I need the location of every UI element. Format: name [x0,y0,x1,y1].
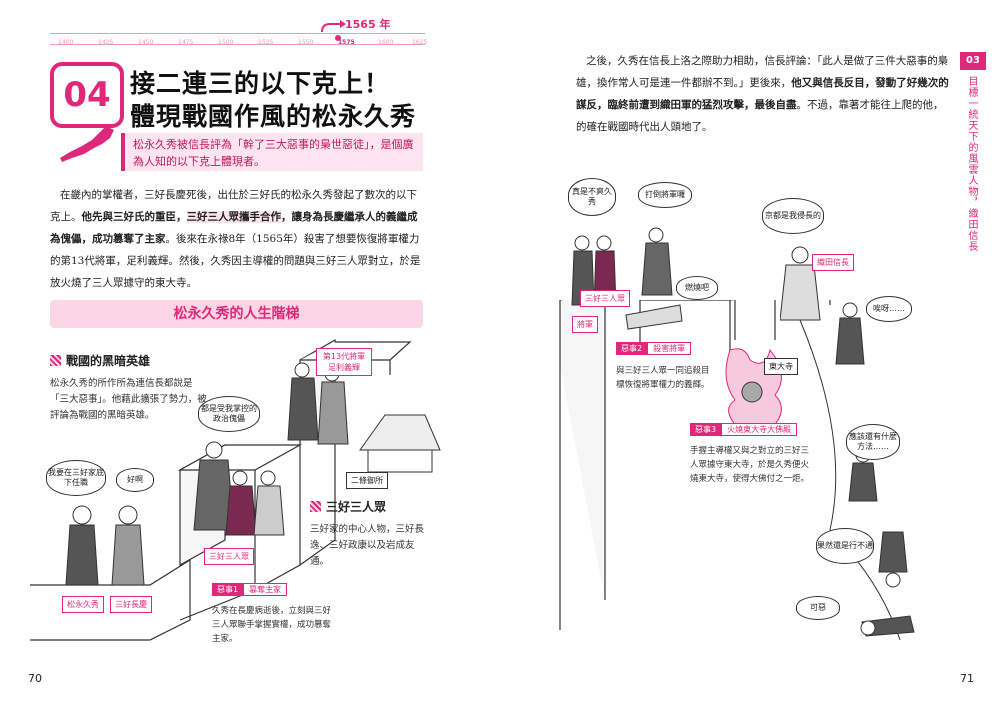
chapter-subtitle: 松永久秀被信長評為「幹了三大惡事的梟世惡徒」，是個廣為人知的以下克上體現者。 [121,133,423,171]
bold-text: 他先與三好氏的重臣， [81,211,187,223]
timeline-tick: 1550 [298,39,314,46]
label-nagayoshi: 三好長慶 [110,596,152,613]
label-todaiji: 東大寺 [764,358,798,375]
speech-bubble: 應該還有什麼方法…… [846,424,900,460]
speech-bubble: 可惡 [796,596,840,620]
speech-bubble: 好啊 [116,468,154,492]
sanninshu-figures [193,441,285,536]
speech-bubble: 唉呀…… [866,296,912,322]
shogun-group-figures [287,362,349,445]
life-ladder-banner: 松永久秀的人生階梯 [50,300,423,328]
chapter-side-chip: 03 [960,52,986,70]
section-square-icon [50,355,61,366]
japan-map-icon [60,126,114,162]
timeline-tick: 1500 [218,39,234,46]
chapter-side-text: 目標一統天下的風雲人物，織田信長 [966,76,977,252]
timeline-tick: 1625 [412,39,428,46]
label-shogun-13: 第13代將軍足利義輝 [316,348,372,376]
evil-2-text: 與三好三人眾一同追殺目標恢復將軍權力的義輝。 [616,366,710,390]
timeline-tick: 1450 [138,39,154,46]
label-sanninshu-2: 三好三人眾 [580,290,630,307]
intro-paragraph: 在畿內的掌權者，三好長慶死後，出仕於三好氏的松永久秀發起了數次的以下克上。他先與… [50,189,421,289]
speech-bubble: 京都是我侵長的 [762,198,824,234]
evil-3-text: 手握主導權又與之對立的三好三人眾據守東大寺，於是久秀便火燒東大寺，使得大佛付之一… [690,446,810,484]
bold-text: ，讓身為長慶繼承人的義繼成為傀儡，成功篡奪了主家 [50,211,418,245]
section-miyoshi-title: 三好三人眾 [310,498,386,515]
timeline-tick: 1525 [258,39,274,46]
label-matsunaga: 松永久秀 [62,596,104,613]
right-paragraph: 之後，久秀在信長上洛之際助力相助，信長評論：「此人是做了三件大惡事的梟雄，換作常… [576,55,949,133]
speech-bubble: 果然還是行不通 [816,528,874,564]
matsunaga-fallen-figure [860,615,915,637]
timeline-marker-icon [321,20,346,41]
nijo-palace-icon [359,414,441,473]
timeline-tick: 1600 [378,39,394,46]
label-nobunaga: 織田信長 [812,254,854,271]
nobunaga-figure [780,246,821,321]
highlight-text: 三好三人眾攜手合作 [186,211,281,223]
speech-bubble: 我要在三好家底下任職 [46,460,106,496]
matsunaga-falling-figure-1 [835,302,865,365]
section-dark-hero-text: 松永久秀的所作所為連信長都說是「三大惡事」。他藉此擴張了勢力，被評論為戰國的黑暗… [50,378,207,421]
chapter-title-line1: 接二連三的以下克上！ [130,69,391,98]
timeline-tick: 1400 [58,39,74,46]
speech-bubble: 打倒將軍囉 [638,182,692,208]
bold-text: 他又與信長反目，發動了好幾次的謀反，臨終前遭到織田軍的猛烈攻擊，最後自盡 [576,77,949,111]
section-miyoshi-text: 三好家的中心人物，三好長逸、三好政康以及岩成友通。 [310,524,425,567]
timeline-tick: 1425 [98,39,114,46]
evil-1-text: 久秀在長慶病逝後，立刻與三好三人眾聯手掌握實權，成功篡奪主家。 [212,606,332,644]
timeline-year: 1565 年 [345,18,391,31]
page-number-left: 70 [28,672,42,685]
chapter-title-line2: 體現戰國作風的松永久秀 [130,102,417,131]
label-shogun: 將軍 [572,316,598,333]
chapter-number-badge: 04 [50,62,124,128]
matsunaga-falling-figure-3 [878,531,908,588]
label-sanninshu: 三好三人眾 [204,548,254,565]
section-dark-hero-title: 戰國的黑暗英雄 [50,352,150,369]
speech-bubble: 都是受我掌控的政治傀儡 [198,396,260,432]
speech-bubble: 真是不爽久秀 [568,178,616,216]
label-nijo-palace: 二條御所 [346,472,388,489]
timeline-tick-active: 1575 [338,39,355,46]
matsunaga-and-nagayoshi-figures [65,505,145,586]
speech-bubble: 燃燒吧 [676,276,718,300]
timeline-tick: 1475 [178,39,194,46]
section-square-icon [310,501,321,512]
page-number-right: 71 [960,672,974,685]
timeline: 1400 1425 1450 1475 1500 1525 1550 1575 … [50,14,428,54]
